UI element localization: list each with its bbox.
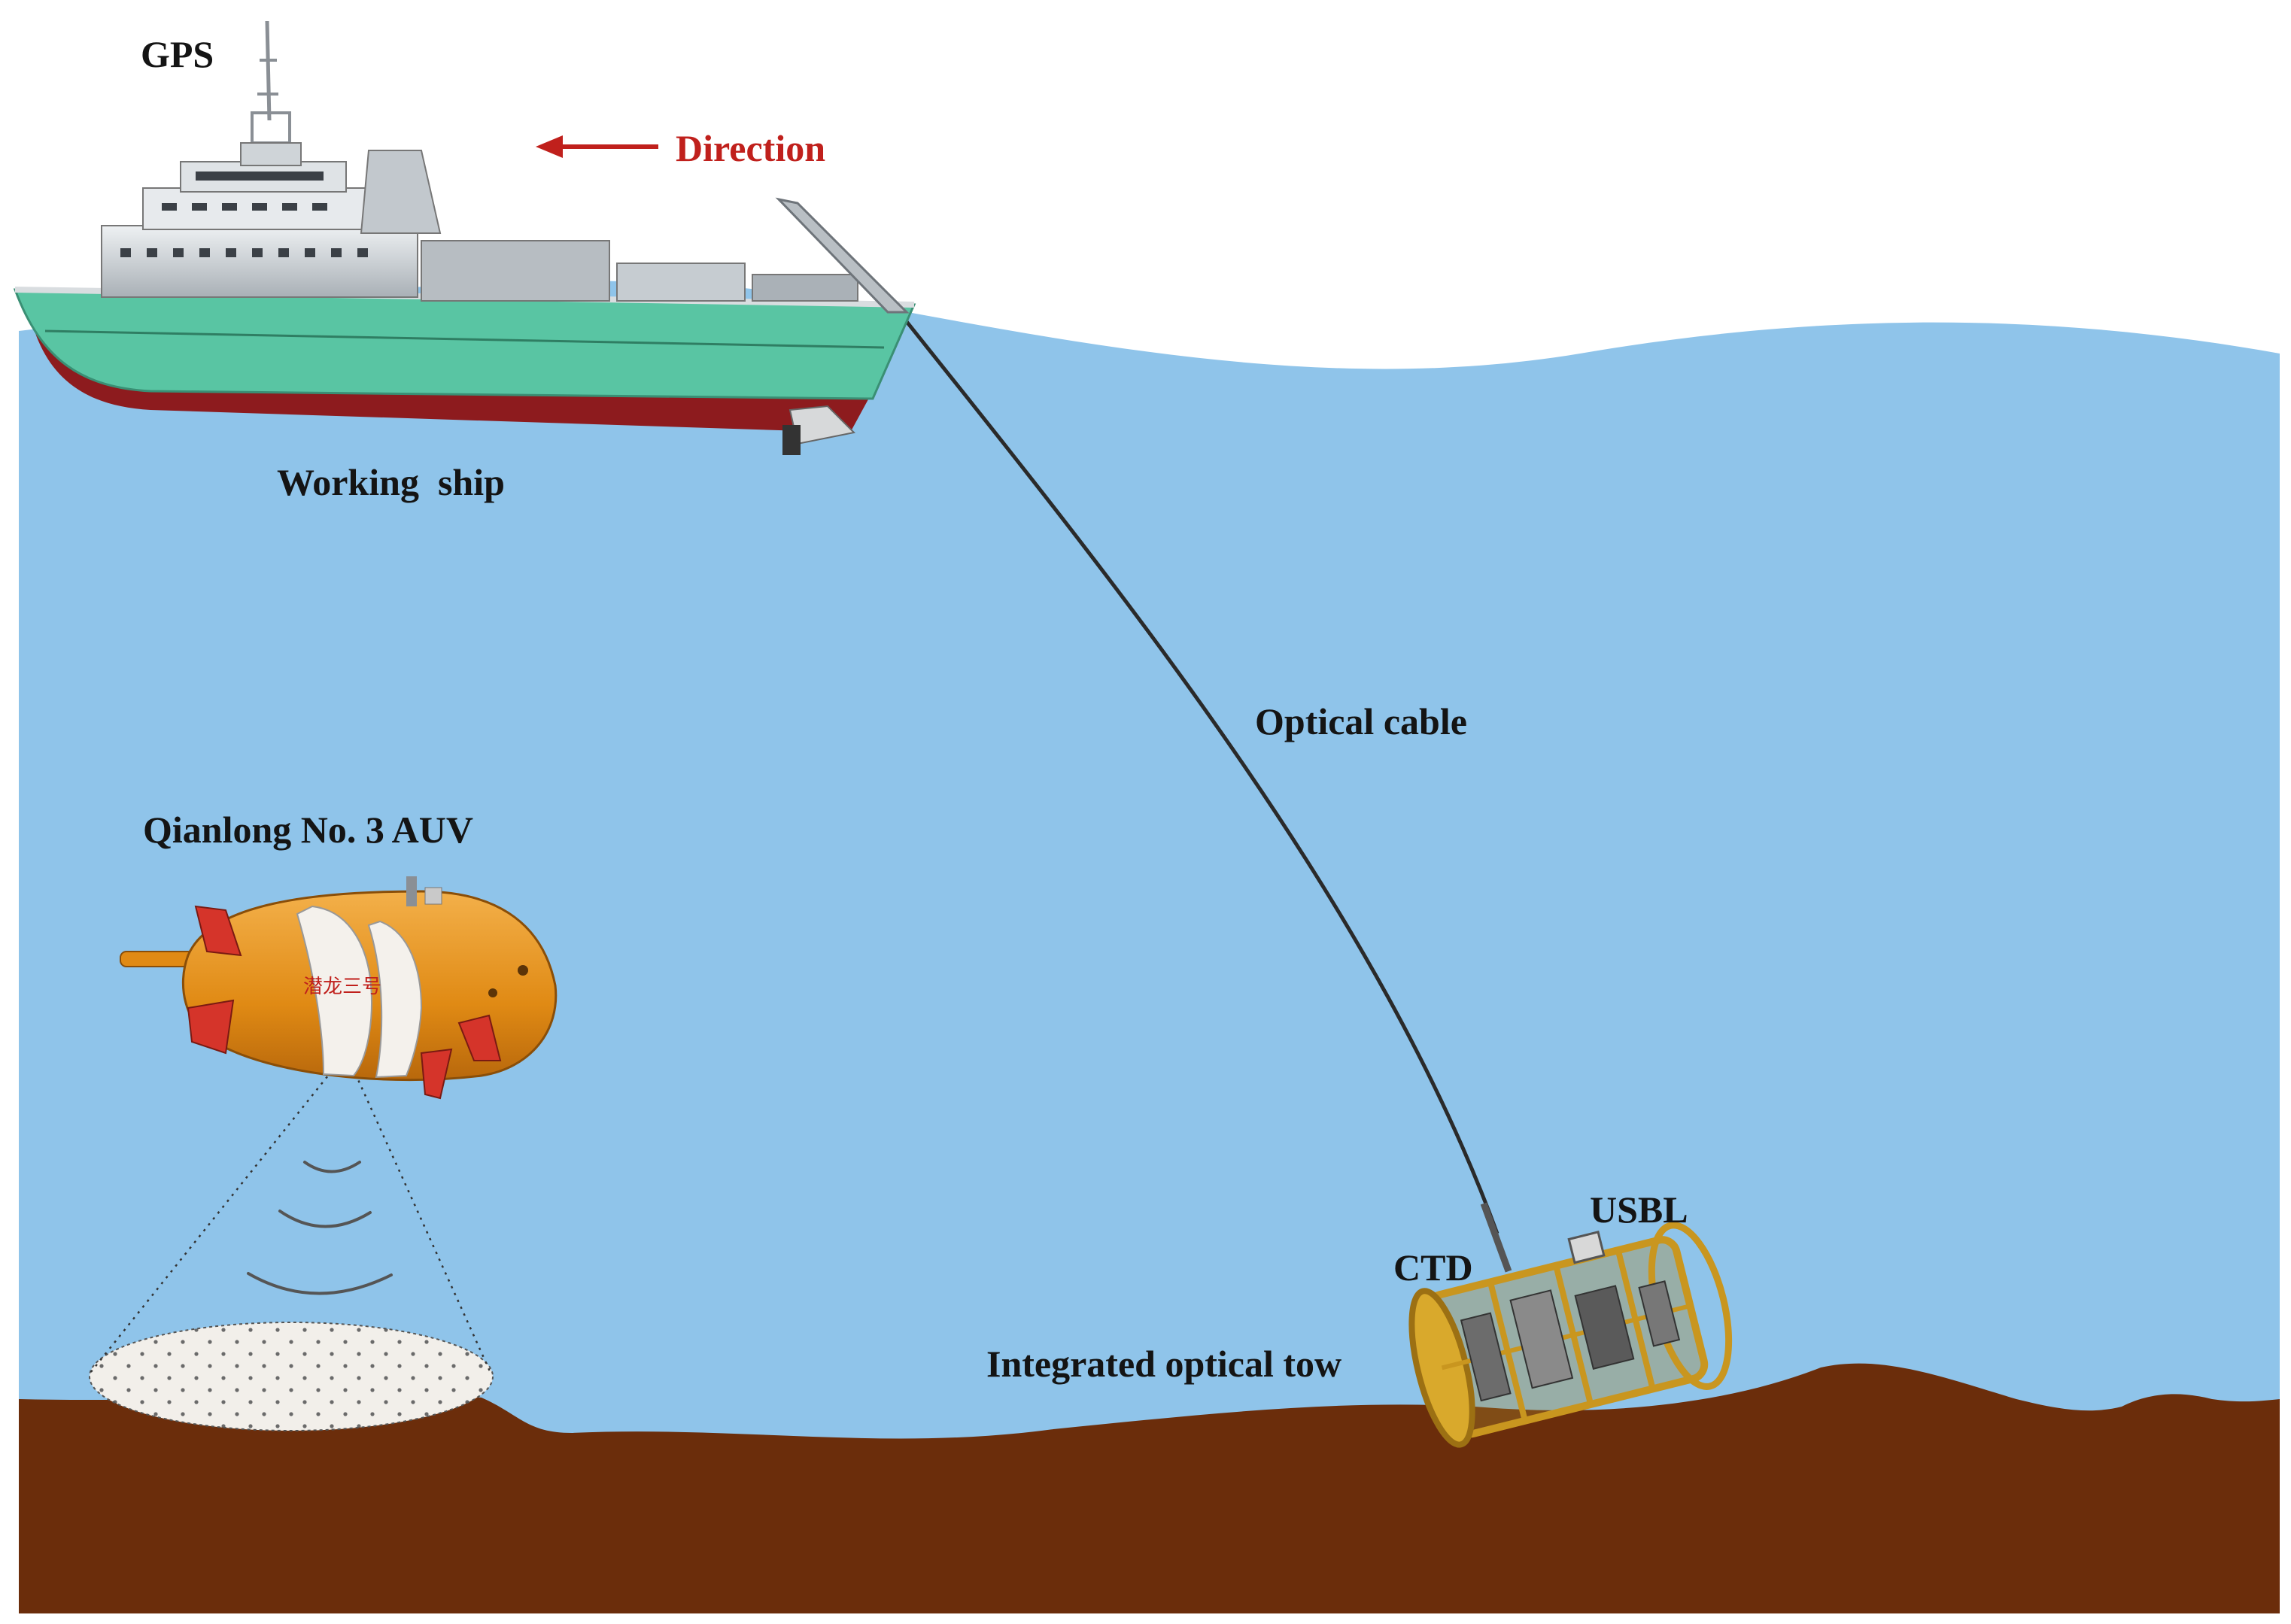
cable-termination <box>1480 1202 1512 1273</box>
optical-cable <box>898 311 1499 1234</box>
direction-label: Direction <box>676 127 826 169</box>
usbl-label: USBL <box>1590 1188 1688 1231</box>
tow-label: Integrated optical tow <box>986 1343 1342 1385</box>
gps-label: GPS <box>141 33 214 75</box>
auv-label: Qianlong No. 3 AUV <box>143 809 473 851</box>
ship-icon <box>13 20 916 455</box>
direction-arrow-icon <box>536 135 658 158</box>
seabed <box>19 1363 2280 1613</box>
ctd-label: CTD <box>1393 1246 1473 1289</box>
working-ship-label: Working ship <box>277 461 505 503</box>
auv-icon: 潜龙三号 <box>120 876 558 1100</box>
sonar-beam <box>90 1052 492 1374</box>
gps-mast-icon <box>251 20 291 144</box>
optical-cable-label: Optical cable <box>1255 700 1467 742</box>
sonar-footprint <box>89 1322 494 1431</box>
sonar-wave-icon <box>247 1161 393 1295</box>
tow-frame-icon <box>1408 1222 1733 1448</box>
auv-hull-text: 潜龙三号 <box>303 976 381 998</box>
